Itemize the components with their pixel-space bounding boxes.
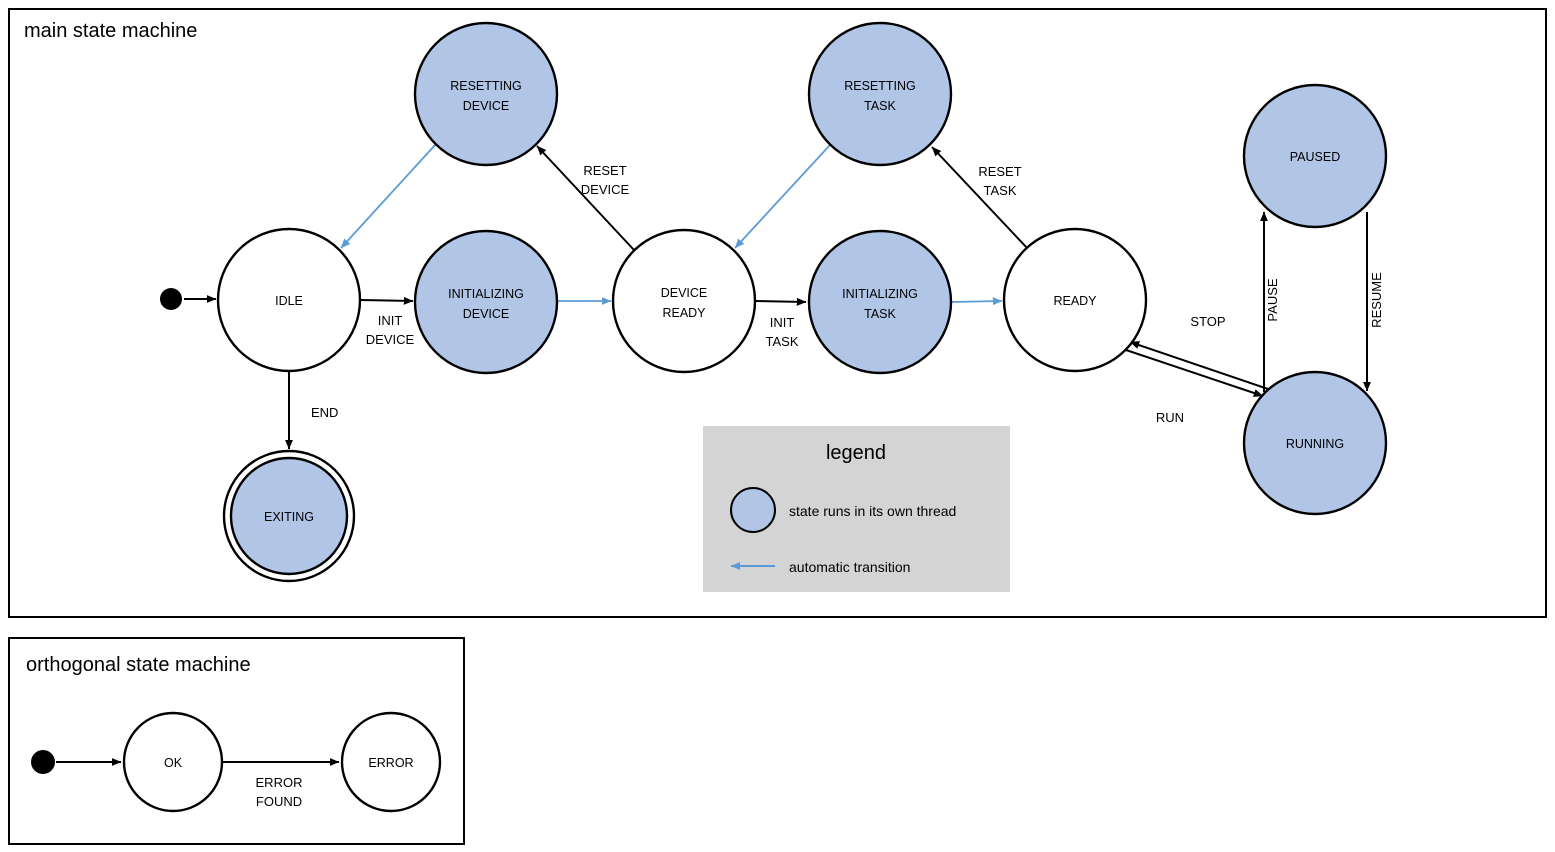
orthogonal-panel-title: orthogonal state machine [26, 654, 251, 676]
transition-resetdev-idle [340, 143, 437, 249]
state-label-line-1: INITIALIZING [448, 287, 524, 301]
main-state-machine-panel: main state machine [8, 8, 1547, 618]
transition-resettask-devready [734, 144, 831, 249]
label-line-2: DEVICE [581, 182, 630, 197]
state-label-line-1: RUNNING [1286, 437, 1344, 451]
state-shape[interactable] [413, 229, 559, 375]
transition-label-reset-device: RESET DEVICE [581, 163, 630, 197]
state-label-line-1: INITIALIZING [842, 287, 918, 301]
legend-item-label: state runs in its own thread [789, 503, 956, 519]
transition-devready-reset-device [536, 145, 635, 251]
state-shape[interactable] [413, 21, 559, 167]
transition-label-resume: RESUME [1369, 272, 1384, 328]
state-node-paused[interactable]: PAUSED [1242, 83, 1388, 229]
transition-label-run: RUN [1156, 410, 1184, 425]
transition-label-end: END [311, 405, 338, 420]
state-shape[interactable] [1242, 83, 1388, 229]
label-line-1: RESET [583, 163, 626, 178]
transition-label-reset-task: RESET TASK [978, 164, 1021, 198]
label-line-1: ERROR [256, 775, 303, 790]
state-shape[interactable] [807, 21, 953, 167]
state-shape[interactable] [216, 227, 362, 373]
state-shape[interactable] [1002, 227, 1148, 373]
transition-idle-init-device [359, 296, 414, 305]
label-line-1: INIT [770, 315, 795, 330]
main-transitions-layer [184, 143, 1371, 450]
label-line-2: TASK [766, 334, 799, 349]
legend-panel: legend state runs in its own thread auto… [703, 426, 1010, 592]
state-node-exiting[interactable]: EXITING [222, 449, 356, 583]
state-shape[interactable] [122, 711, 224, 813]
transition-ready-run [1125, 349, 1264, 397]
state-label-line-1: PAUSED [1290, 150, 1340, 164]
legend-item-thread: state runs in its own thread [730, 487, 956, 533]
state-node-running[interactable]: RUNNING [1242, 370, 1388, 516]
legend-item-label: automatic transition [789, 559, 910, 575]
state-shape[interactable] [807, 229, 953, 375]
state-label-line-1: DEVICE [661, 286, 708, 300]
state-label-line-2: TASK [864, 307, 896, 321]
legend-item-auto-transition: automatic transition [730, 559, 910, 575]
transition-label-init-task: INIT TASK [766, 315, 799, 349]
main-panel-title: main state machine [24, 20, 197, 42]
state-node-initializing-device[interactable]: INITIALIZING DEVICE [413, 229, 559, 375]
main-states-layer: RESETTING DEVICE RESETTING TASK PAUSED I… [160, 21, 1388, 583]
state-node-initializing-task[interactable]: INITIALIZING TASK [807, 229, 953, 375]
transition-label-error-found: ERROR FOUND [256, 775, 303, 809]
state-shape[interactable] [611, 228, 757, 374]
label-line-2: FOUND [256, 794, 302, 809]
transition-label-stop: STOP [1190, 314, 1225, 329]
state-node-resetting-device[interactable]: RESETTING DEVICE [413, 21, 559, 167]
state-node-idle[interactable]: IDLE [216, 227, 362, 373]
state-label-line-1: RESETTING [844, 79, 916, 93]
blue-circle-swatch-icon [730, 487, 776, 533]
initial-state-dot [160, 288, 182, 310]
initial-state-dot [31, 750, 55, 774]
state-label-line-1: OK [164, 756, 183, 770]
transition-inittask-ready [950, 297, 1003, 306]
orthogonal-frame-border [8, 637, 465, 845]
main-frame-border [8, 8, 1547, 618]
state-label-line-2: TASK [864, 99, 896, 113]
transition-label-pause: PAUSE [1265, 278, 1280, 321]
transition-label-init-device: INIT DEVICE [366, 313, 415, 347]
state-label-line-1: RESETTING [450, 79, 522, 93]
legend-title: legend [826, 442, 886, 464]
state-label-line-2: DEVICE [463, 99, 510, 113]
state-label-line-1: READY [1053, 294, 1097, 308]
label-line-2: DEVICE [366, 332, 415, 347]
state-node-ok[interactable]: OK [122, 711, 224, 813]
label-line-1: INIT [378, 313, 403, 328]
label-line-2: TASK [984, 183, 1017, 198]
state-label-line-1: EXITING [264, 510, 314, 524]
transition-running-stop [1129, 341, 1269, 390]
state-label-line-1: IDLE [275, 294, 303, 308]
state-shape[interactable] [340, 711, 442, 813]
orthogonal-state-machine-panel: orthogonal state machine OK ERROR ERROR … [8, 637, 465, 845]
main-transition-labels-layer: INIT DEVICE END RESET DEVICE INIT TASK R… [311, 163, 1384, 425]
state-shape[interactable] [1242, 370, 1388, 516]
label-line-1: RESET [978, 164, 1021, 179]
transition-devready-init-task [754, 297, 807, 306]
state-node-resetting-task[interactable]: RESETTING TASK [807, 21, 953, 167]
state-node-device-ready[interactable]: DEVICE READY [611, 228, 757, 374]
state-label-line-1: ERROR [368, 756, 413, 770]
transition-ready-reset-task [931, 146, 1029, 250]
state-node-error[interactable]: ERROR [340, 711, 442, 813]
state-node-ready[interactable]: READY [1002, 227, 1148, 373]
state-label-line-2: READY [662, 306, 706, 320]
state-label-line-2: DEVICE [463, 307, 510, 321]
state-shape[interactable] [229, 456, 349, 576]
